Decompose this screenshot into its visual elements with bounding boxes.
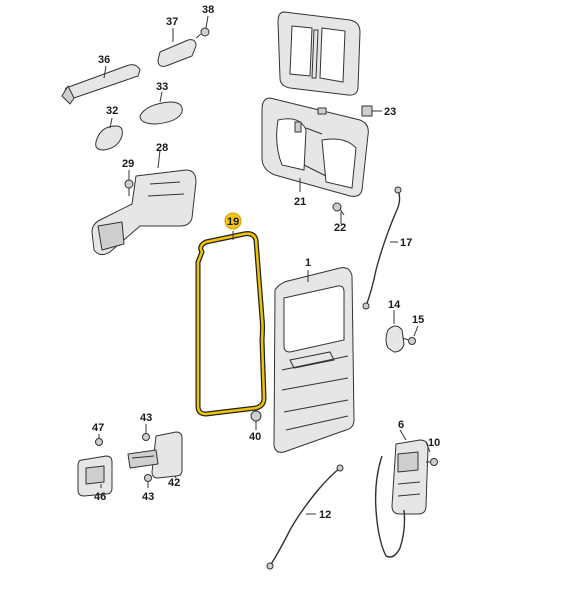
part-label-36: 36 <box>98 54 110 66</box>
part-label-43-bottom: 43 <box>142 491 154 503</box>
part-label-21: 21 <box>294 196 306 208</box>
part-label-17: 17 <box>400 237 412 249</box>
cable-part-12 <box>266 464 344 570</box>
handle-cover-part-37 <box>157 39 197 67</box>
screw-part-43-top <box>142 433 150 441</box>
screw-part-38 <box>195 27 210 39</box>
screw-part-43-bottom <box>144 474 152 482</box>
hinge-part-42 <box>127 431 183 479</box>
leader-lines <box>98 15 431 515</box>
window-surround-frame <box>277 11 361 96</box>
door-lock-part-6 <box>391 439 429 515</box>
part-label-22: 22 <box>334 222 346 234</box>
cap-part-32 <box>95 125 123 151</box>
lock-cable <box>374 455 406 558</box>
part-label-32: 32 <box>106 105 118 117</box>
part-label-37: 37 <box>166 16 178 28</box>
part-label-47: 47 <box>92 422 104 434</box>
part-label-46: 46 <box>94 491 106 503</box>
part-label-23: 23 <box>384 106 396 118</box>
part-label-19: 19 <box>227 216 239 228</box>
part-label-38: 38 <box>202 4 214 16</box>
part-label-12: 12 <box>319 509 331 521</box>
part-19-highlight-marker <box>224 212 242 230</box>
cap-part-33 <box>139 101 183 125</box>
screw-part-47 <box>95 438 103 446</box>
striker-part-14 <box>385 325 405 353</box>
part-label-29: 29 <box>122 158 134 170</box>
part-label-28: 28 <box>156 142 168 154</box>
cable-part-17 <box>362 186 402 310</box>
lock-housing-part-28 <box>91 169 197 256</box>
screw-part-15 <box>402 337 416 345</box>
part-label-15: 15 <box>412 314 424 326</box>
sliding-door-panel <box>273 267 355 453</box>
part-label-42: 42 <box>168 477 180 489</box>
part-label-33: 33 <box>156 81 168 93</box>
part-label-10: 10 <box>428 437 440 449</box>
part-label-40: 40 <box>249 431 261 443</box>
screw-part-29 <box>124 179 134 196</box>
part-label-43-top: 43 <box>140 412 152 424</box>
part-label-14: 14 <box>388 299 401 311</box>
clip-part-23 <box>361 105 382 117</box>
door-handle-part-36 <box>61 64 141 105</box>
clip-part-40 <box>250 410 262 428</box>
door-seal-highlighted <box>195 231 267 417</box>
part-label-6: 6 <box>398 419 404 431</box>
screw-part-22 <box>332 202 345 222</box>
door-inner-trim-frame <box>261 97 369 197</box>
hinge-part-46 <box>77 455 113 497</box>
part-label-1: 1 <box>305 257 311 269</box>
screw-part-10 <box>426 458 438 466</box>
